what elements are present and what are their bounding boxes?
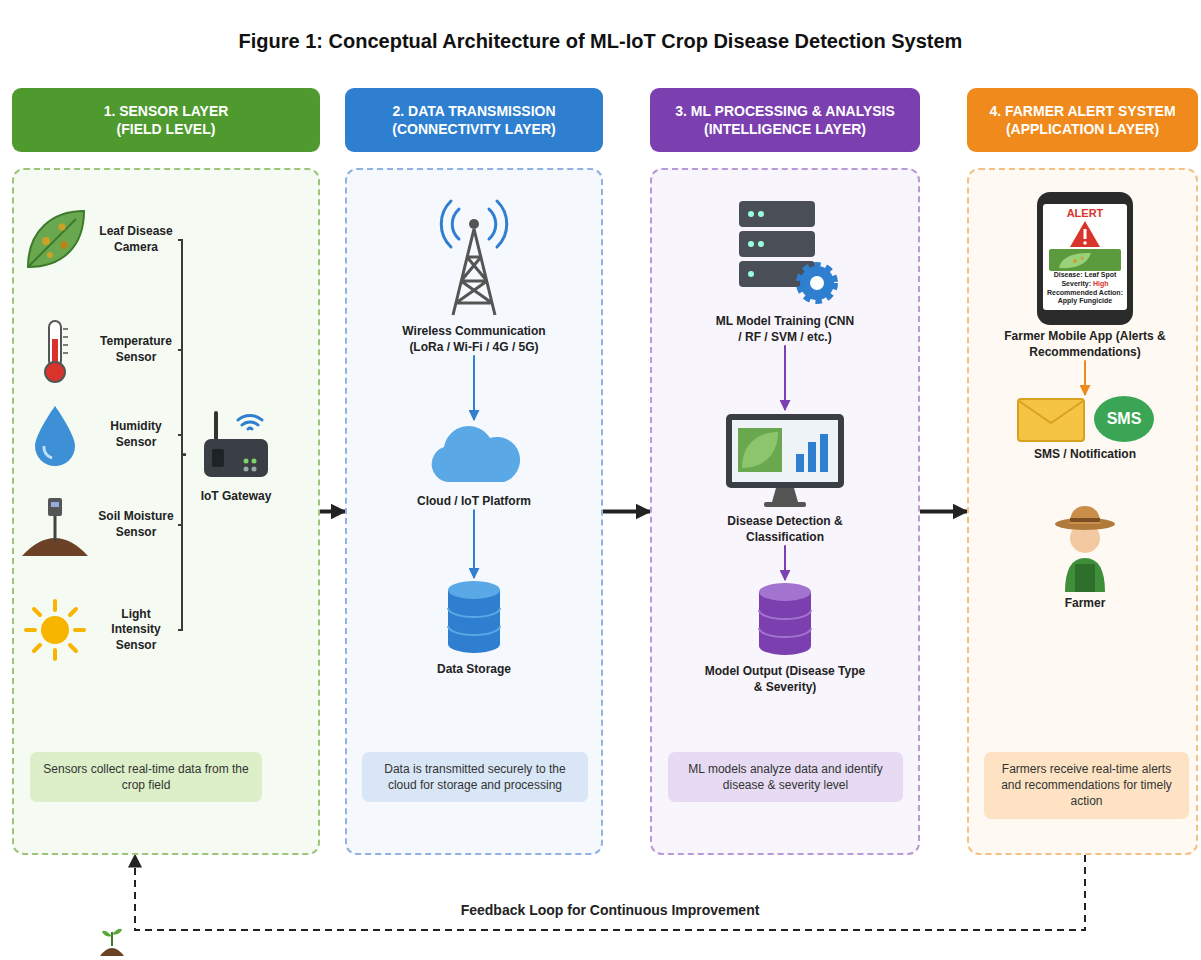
note-box: Sensors collect real-time data from the …: [30, 752, 262, 802]
item-label: Cloud / IoT Platform: [388, 494, 560, 510]
monitor-icon: [720, 410, 850, 510]
item-label: Disease Detection & Classification: [710, 514, 860, 545]
sms-bubble-text: SMS: [1107, 410, 1142, 428]
phone-text: Severity:: [1061, 280, 1091, 289]
gateway-item: IoT Gateway: [186, 405, 286, 505]
layer-header: 3. ML PROCESSING & ANALYSIS (INTELLIGENC…: [650, 88, 920, 152]
sun-icon: [20, 595, 90, 665]
layer-panel: 1. SENSOR LAYER (FIELD LEVEL)Leaf Diseas…: [12, 168, 320, 855]
sensor-label: Leaf Disease Camera: [96, 224, 176, 255]
sensor-label: Soil Moisture Sensor: [96, 509, 176, 540]
layer-panel: 3. ML PROCESSING & ANALYSIS (INTELLIGENC…: [650, 168, 920, 855]
sensor-label: Light Intensity Sensor: [96, 607, 176, 654]
item-label: ML Model Training (CNN / RF / SVM / etc.…: [713, 314, 858, 345]
connector: [920, 510, 967, 514]
warning-icon: [1068, 219, 1102, 249]
sensor-item: Soil Moisture Sensor: [20, 490, 178, 560]
database-icon: [755, 580, 815, 660]
sms-bubble: SMS: [1094, 396, 1154, 442]
figure-title: Figure 1: Conceptual Architecture of ML-…: [0, 30, 1201, 53]
server-icon: [725, 195, 845, 310]
note-box: Farmers receive real-time alerts and rec…: [984, 752, 1189, 819]
layer-panel: 4. FARMER ALERT SYSTEM (APPLICATION LAYE…: [967, 168, 1198, 855]
sensor-label: Temperature Sensor: [96, 334, 176, 365]
connector: [320, 510, 345, 514]
sensor-item: Humidity Sensor: [20, 400, 178, 470]
connector: [603, 510, 650, 514]
layer-header: 2. DATA TRANSMISSION (CONNECTIVITY LAYER…: [345, 88, 603, 152]
item-label: IoT Gateway: [191, 489, 281, 505]
severity-value: High: [1093, 280, 1109, 289]
ml-item: ML Model Training (CNN / RF / SVM / etc.…: [665, 195, 905, 345]
storage-item: Data Storage: [360, 578, 588, 678]
item-label: Farmer Mobile App (Alerts & Recommendati…: [990, 329, 1180, 360]
phone-text: Recommended Action: Apply Fungicide: [1045, 289, 1125, 307]
soil-sensor-icon: [20, 490, 90, 560]
cloud-item: Cloud / IoT Platform: [360, 420, 588, 510]
layer-header: 4. FARMER ALERT SYSTEM (APPLICATION LAYE…: [967, 88, 1198, 152]
database-icon: [444, 578, 504, 658]
connectivity-item: Wireless Communication (LoRa / Wi-Fi / 4…: [360, 195, 588, 355]
sensor-item: Light Intensity Sensor: [20, 595, 178, 665]
note-text: Data is transmitted securely to the clou…: [372, 761, 578, 793]
icon-row: SMS: [1016, 395, 1154, 443]
tower-icon: [429, 195, 519, 320]
note-box: Data is transmitted securely to the clou…: [362, 752, 588, 802]
edge-label: Feedback Loop for Continuous Improvement: [457, 902, 764, 918]
ml-item: Disease Detection & Classification: [665, 410, 905, 545]
item-label: Data Storage: [388, 662, 560, 678]
layer-header: 1. SENSOR LAYER (FIELD LEVEL): [12, 88, 320, 152]
ml-item: Model Output (Disease Type & Severity): [665, 580, 905, 695]
envelope-icon: [1016, 395, 1086, 443]
phone-screen: ALERT Disease: Leaf SpotSeverity:HighReco…: [1043, 204, 1127, 310]
sensor-item: Temperature Sensor: [20, 315, 178, 385]
leaf-camera-icon: [20, 205, 90, 275]
item-label: Wireless Communication (LoRa / Wi-Fi / 4…: [388, 324, 560, 355]
gateway-icon: [196, 405, 276, 485]
note-text: Farmers receive real-time alerts and rec…: [994, 761, 1179, 810]
mobile-app: ALERT Disease: Leaf SpotSeverity:HighReco…: [977, 192, 1193, 360]
droplet-icon: [20, 400, 90, 470]
thermometer-icon: [20, 315, 90, 385]
farmer-icon: [1045, 500, 1125, 592]
note-text: ML models analyze data and identify dise…: [678, 761, 893, 793]
farmer-item: Farmer: [977, 500, 1193, 612]
note-text: Sensors collect real-time data from the …: [40, 761, 252, 793]
item-label: SMS / Notification: [1034, 447, 1136, 463]
leaf-photo: [1049, 249, 1121, 271]
note-box: ML models analyze data and identify dise…: [668, 752, 903, 802]
layer-panel: 2. DATA TRANSMISSION (CONNECTIVITY LAYER…: [345, 168, 603, 855]
alert-title: ALERT: [1067, 207, 1104, 219]
phone-row: Severity:High: [1061, 280, 1108, 289]
item-label: Farmer: [1025, 596, 1145, 612]
phone-body: ALERT Disease: Leaf SpotSeverity:HighReco…: [1037, 192, 1133, 325]
notification-item: SMS SMS / Notification: [977, 395, 1193, 463]
sensor-label: Humidity Sensor: [96, 419, 176, 450]
item-label: Model Output (Disease Type & Severity): [703, 664, 868, 695]
cloud-icon: [424, 420, 524, 490]
sensor-item: Leaf Disease Camera: [20, 205, 178, 275]
connector: [135, 855, 1085, 930]
phone-text: Disease: Leaf Spot: [1054, 271, 1117, 280]
